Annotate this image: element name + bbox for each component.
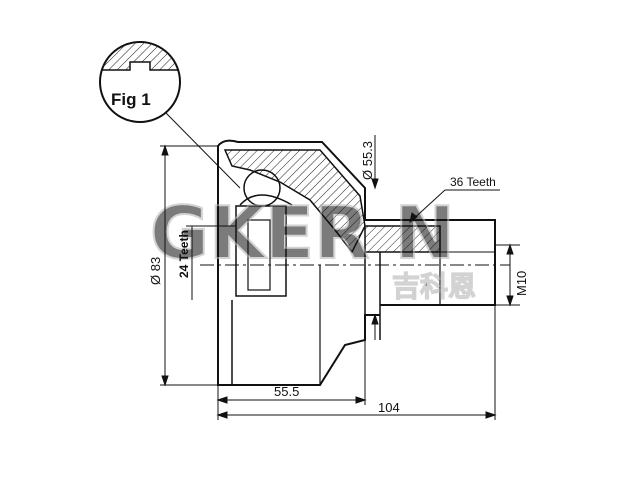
dim-total-length: 104 [378, 400, 400, 415]
dim-thread: M10 [514, 271, 529, 296]
dimensions [160, 135, 520, 420]
dim-body-length: 55.5 [274, 384, 299, 399]
fig-label: Fig 1 [111, 90, 151, 109]
joint-body [200, 139, 510, 386]
watermark-subtitle: 吉科恩 [392, 270, 476, 303]
dim-inner-teeth: 24 Teeth [177, 230, 191, 278]
dim-outer-teeth: 36 Teeth [450, 175, 496, 189]
dim-spline-diameter: Ø 55.3 [360, 141, 375, 180]
fig1-detail: Fig 1 [99, 41, 241, 189]
fig-leader-line [164, 111, 241, 189]
watermark: GKER N 吉科恩 [149, 190, 477, 304]
watermark-brand: GKER N [150, 191, 455, 275]
dim-outer-diameter: Ø 83 [148, 257, 163, 285]
